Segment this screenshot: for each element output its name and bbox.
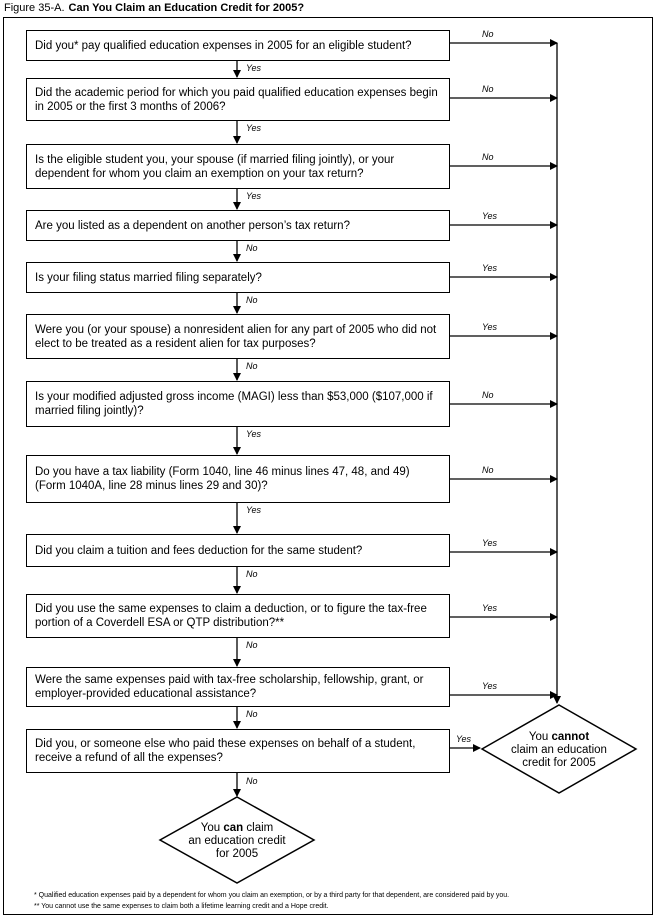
figure-label: Figure 35-A. xyxy=(4,2,65,14)
question-text: Is your modified adjusted gross income (… xyxy=(35,391,433,417)
branch-label-down: No xyxy=(246,569,258,579)
branch-label-side: Yes xyxy=(482,603,498,613)
branch-label-side: No xyxy=(482,152,494,162)
outcome-can-text: You can claim an education credit for 20… xyxy=(188,822,286,860)
question-text: Are you listed as a dependent on another… xyxy=(35,219,350,232)
branch-label-side: No xyxy=(482,390,494,400)
figure-heading: Can You Claim an Education Credit for 20… xyxy=(68,2,305,14)
branch-label-side: Yes xyxy=(482,263,498,273)
question-text: Did you* pay qualified education expense… xyxy=(35,39,412,52)
branch-label-side: No xyxy=(482,465,494,475)
question-text: Did you claim a tuition and fees deducti… xyxy=(35,544,363,557)
branch-label-down: No xyxy=(246,709,258,719)
question-box-2: Did the academic period for which you pa… xyxy=(26,78,450,121)
question-box-10: Did you use the same expenses to claim a… xyxy=(26,594,450,638)
question-text: Were the same expenses paid with tax-fre… xyxy=(35,674,424,700)
question-box-11: Were the same expenses paid with tax-fre… xyxy=(26,667,450,707)
question-text: Is your filing status married filing sep… xyxy=(35,271,262,284)
branch-label-side: Yes xyxy=(482,681,498,691)
branch-label-down: Yes xyxy=(246,63,262,73)
outcome-can-diamond xyxy=(158,796,316,884)
footnote-2: ** You cannot use the same expenses to c… xyxy=(34,903,329,910)
question-box-12: Did you, or someone else who paid these … xyxy=(26,729,450,773)
question-text: Were you (or your spouse) a nonresident … xyxy=(35,323,437,350)
question-box-8: Do you have a tax liability (Form 1040, … xyxy=(26,455,450,503)
branch-label-side: No xyxy=(482,84,494,94)
branch-label-side: No xyxy=(482,29,494,39)
branch-label-side: Yes xyxy=(482,538,498,548)
question-box-7: Is your modified adjusted gross income (… xyxy=(26,381,450,427)
outcome-cannot-diamond xyxy=(480,704,638,794)
branch-label-down: Yes xyxy=(246,191,262,201)
question-text: Do you have a tax liability (Form 1040, … xyxy=(35,466,410,492)
figure-frame xyxy=(3,17,653,915)
question-text: Did you use the same expenses to claim a… xyxy=(35,603,427,629)
branch-label-down: Yes xyxy=(246,123,262,133)
question-text: Did you, or someone else who paid these … xyxy=(35,738,416,764)
branch-label-down: No xyxy=(246,295,258,305)
question-box-3: Is the eligible student you, your spouse… xyxy=(26,144,450,189)
branch-label-down: No xyxy=(246,361,258,371)
branch-label-side: Yes xyxy=(456,734,472,744)
branch-label-down: Yes xyxy=(246,429,262,439)
question-box-9: Did you claim a tuition and fees deducti… xyxy=(26,534,450,567)
branch-label-side: Yes xyxy=(482,211,498,221)
question-box-4: Are you listed as a dependent on another… xyxy=(26,210,450,241)
question-text: Is the eligible student you, your spouse… xyxy=(35,153,395,180)
branch-label-down: No xyxy=(246,776,258,786)
branch-label-side: Yes xyxy=(482,322,498,332)
question-text: Did the academic period for which you pa… xyxy=(35,86,438,113)
branch-label-down: No xyxy=(246,243,258,253)
figure-title: Figure 35-A.Can You Claim an Education C… xyxy=(4,2,304,14)
question-box-6: Were you (or your spouse) a nonresident … xyxy=(26,314,450,359)
branch-label-down: Yes xyxy=(246,505,262,515)
question-box-5: Is your filing status married filing sep… xyxy=(26,262,450,293)
question-box-1: Did you* pay qualified education expense… xyxy=(26,30,450,61)
branch-label-down: No xyxy=(246,640,258,650)
outcome-cannot-text: You cannot claim an education credit for… xyxy=(511,731,607,769)
footnote-1: * Qualified education expenses paid by a… xyxy=(34,892,510,899)
